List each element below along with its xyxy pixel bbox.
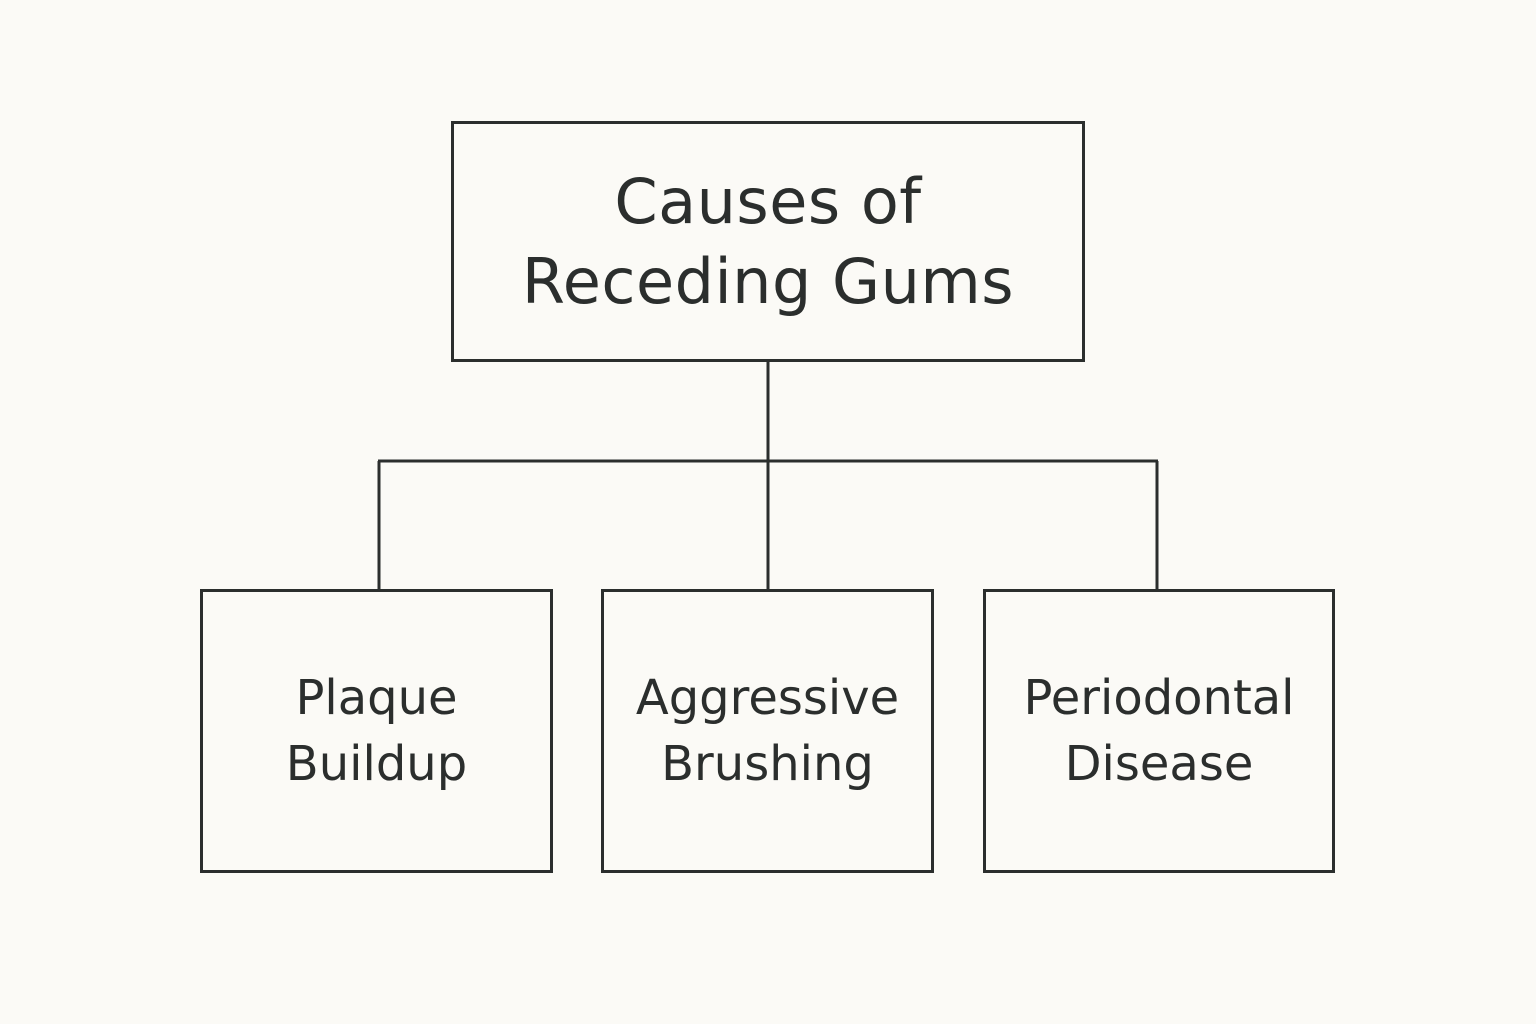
child-node-label-line-2: Brushing bbox=[661, 736, 874, 792]
child-node-label-line-1: Aggressive bbox=[635, 670, 900, 726]
child-node-label-line-2: Disease bbox=[1064, 736, 1254, 792]
child-node-label-line-1: Plaque bbox=[295, 670, 458, 726]
child-node-label-line-2: Buildup bbox=[285, 736, 468, 792]
child-node-plaque-buildup: Plaque Buildup bbox=[200, 589, 553, 873]
child-node-aggressive-brushing: Aggressive Brushing bbox=[601, 589, 934, 873]
root-node-causes-of-receding-gums: Causes of Receding Gums bbox=[451, 121, 1085, 362]
child-node-periodontal-disease: Periodontal Disease bbox=[983, 589, 1335, 873]
child-node-label-line-1: Periodontal bbox=[1023, 670, 1295, 726]
root-node-title-line-1: Causes of bbox=[614, 164, 922, 238]
root-node-title-line-2: Receding Gums bbox=[521, 244, 1015, 318]
